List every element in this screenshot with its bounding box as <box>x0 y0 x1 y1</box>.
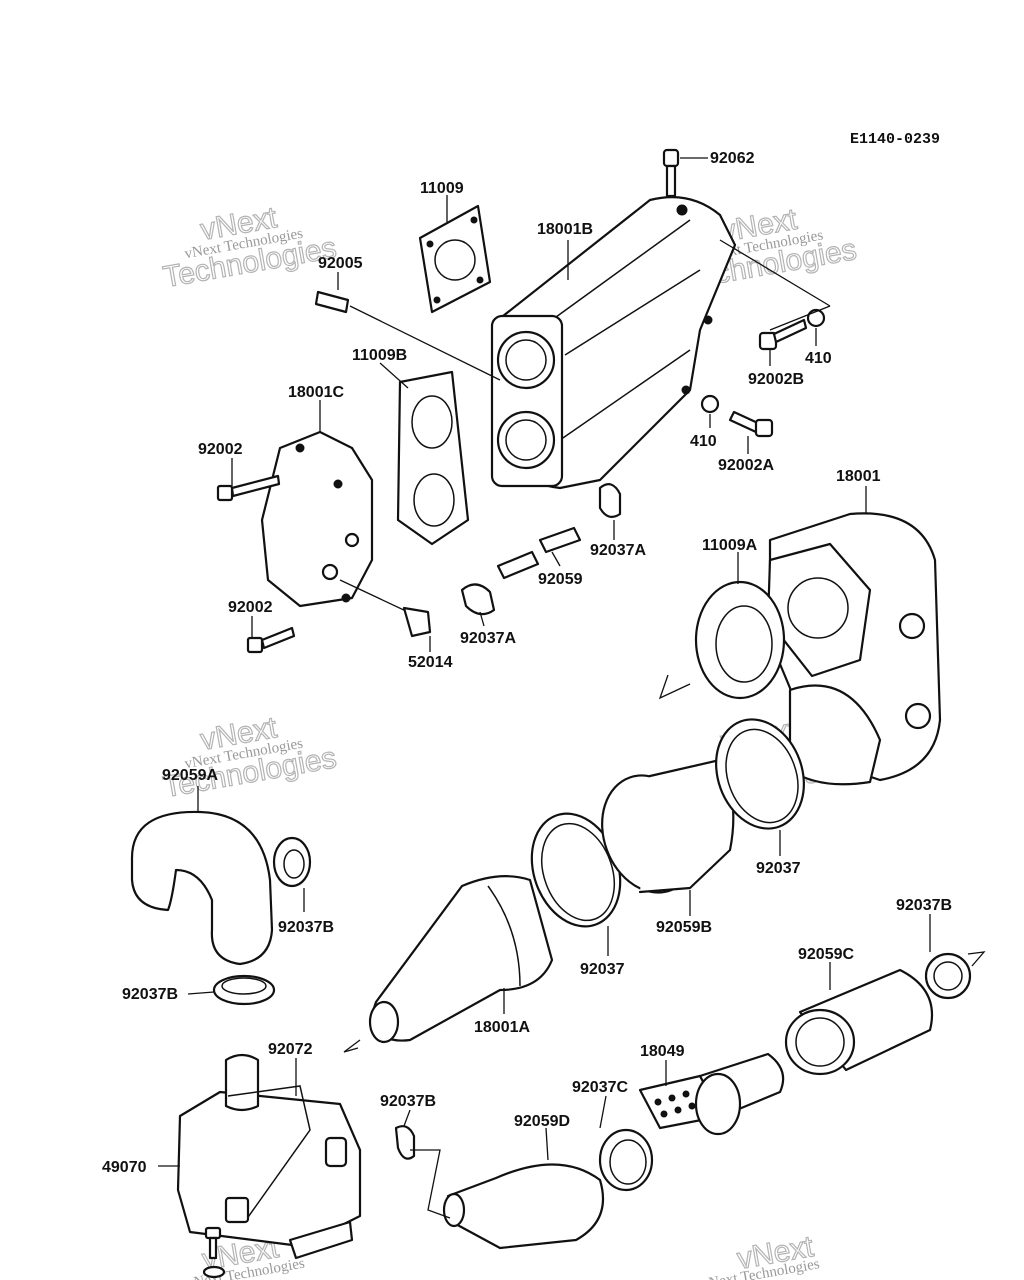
cover-18001C <box>260 400 374 608</box>
label-92072: 92072 <box>268 1041 313 1058</box>
label-18001: 18001 <box>836 468 881 485</box>
label-92059: 92059 <box>538 571 583 588</box>
washer-410-mid <box>700 394 720 428</box>
bolt-92002-top <box>216 458 281 502</box>
label-92037B-small: 92037B <box>380 1093 436 1110</box>
bolt-92002-bottom <box>246 616 296 654</box>
label-52014: 52014 <box>408 654 453 671</box>
label-92005: 92005 <box>318 255 363 272</box>
bolt-92002B <box>758 318 808 366</box>
direction-arrow <box>343 1039 361 1053</box>
label-410-right: 410 <box>805 350 832 367</box>
label-92059A: 92059A <box>162 767 218 784</box>
label-410-mid: 410 <box>690 433 717 450</box>
label-11009B: 11009B <box>352 347 407 364</box>
label-92037A-bottom: 92037A <box>460 630 516 647</box>
label-92002B: 92002B <box>748 371 804 388</box>
washer-410-right <box>806 308 826 346</box>
label-92037-lower: 92037 <box>580 961 625 978</box>
clamp-92037C <box>598 1095 654 1192</box>
part-labels: 92062 11009 18001B 92005 11009B 18001C 9… <box>102 150 952 1176</box>
clamp-92037B-left <box>272 836 312 912</box>
gasket-11009B <box>379 362 470 546</box>
cone-18001A <box>368 875 554 1044</box>
muffler-49070 <box>158 1039 362 1260</box>
fitting-92062 <box>662 148 708 198</box>
watermark-top-left: vNext Technologies vNext Technologies <box>160 200 339 294</box>
label-92037A-top: 92037A <box>590 542 646 559</box>
hose-92059A <box>130 786 274 966</box>
label-92059D: 92059D <box>514 1113 570 1130</box>
gasket-11009A <box>694 552 786 700</box>
label-92037C: 92037C <box>572 1079 628 1096</box>
label-49070: 49070 <box>102 1159 147 1176</box>
label-92062: 92062 <box>710 150 755 167</box>
label-92037B-right: 92037B <box>896 897 952 914</box>
sleeve-92059C <box>784 962 934 1076</box>
label-92059C: 92059C <box>798 946 854 963</box>
label-18001A: 18001A <box>474 1019 530 1036</box>
plug-52014 <box>339 579 432 652</box>
clamp-92037B-small <box>394 1109 451 1219</box>
bolt-92002A <box>728 410 774 454</box>
clamp-92037A-top <box>598 483 622 540</box>
label-92002-bottom: 92002 <box>228 599 273 616</box>
watermark-bottom-right: vNext vNext Technologies <box>700 1229 821 1280</box>
gasket-11009 <box>418 195 492 314</box>
label-11009: 11009 <box>420 180 464 197</box>
direction-arrow <box>658 674 691 700</box>
leader-dotted <box>769 305 831 331</box>
stud-92005 <box>314 272 501 381</box>
label-18001C: 18001C <box>288 384 344 401</box>
chamber-18001 <box>766 486 942 786</box>
watermark-mid-left: vNext Technologies vNext Technologies <box>160 710 339 804</box>
strainer-18049 <box>638 1052 785 1136</box>
label-92002-top: 92002 <box>198 441 243 458</box>
label-92002A: 92002A <box>718 457 774 474</box>
clamp-92037B-lower-left <box>187 974 276 1006</box>
label-18049: 18049 <box>640 1043 685 1060</box>
label-92037B-lower-left: 92037B <box>122 986 178 1003</box>
hose-92059 <box>496 526 582 580</box>
label-92037B-left: 92037B <box>278 919 334 936</box>
manifold-18001B <box>490 196 737 490</box>
clamp-92037-mid <box>715 718 805 856</box>
hose-92059D <box>442 1127 605 1250</box>
direction-arrow <box>967 951 986 967</box>
label-92059B: 92059B <box>656 919 712 936</box>
label-18001B: 18001B <box>537 221 593 238</box>
clamp-92037A-bottom <box>460 583 496 627</box>
diagram-code: E1140-0239 <box>850 131 940 148</box>
bolt-muffler-mount <box>202 1226 226 1279</box>
clamp-92037B-right <box>924 914 986 1000</box>
leader-dotted <box>719 239 831 307</box>
label-11009A: 11009A <box>702 537 758 554</box>
label-92037-mid: 92037 <box>756 860 801 877</box>
